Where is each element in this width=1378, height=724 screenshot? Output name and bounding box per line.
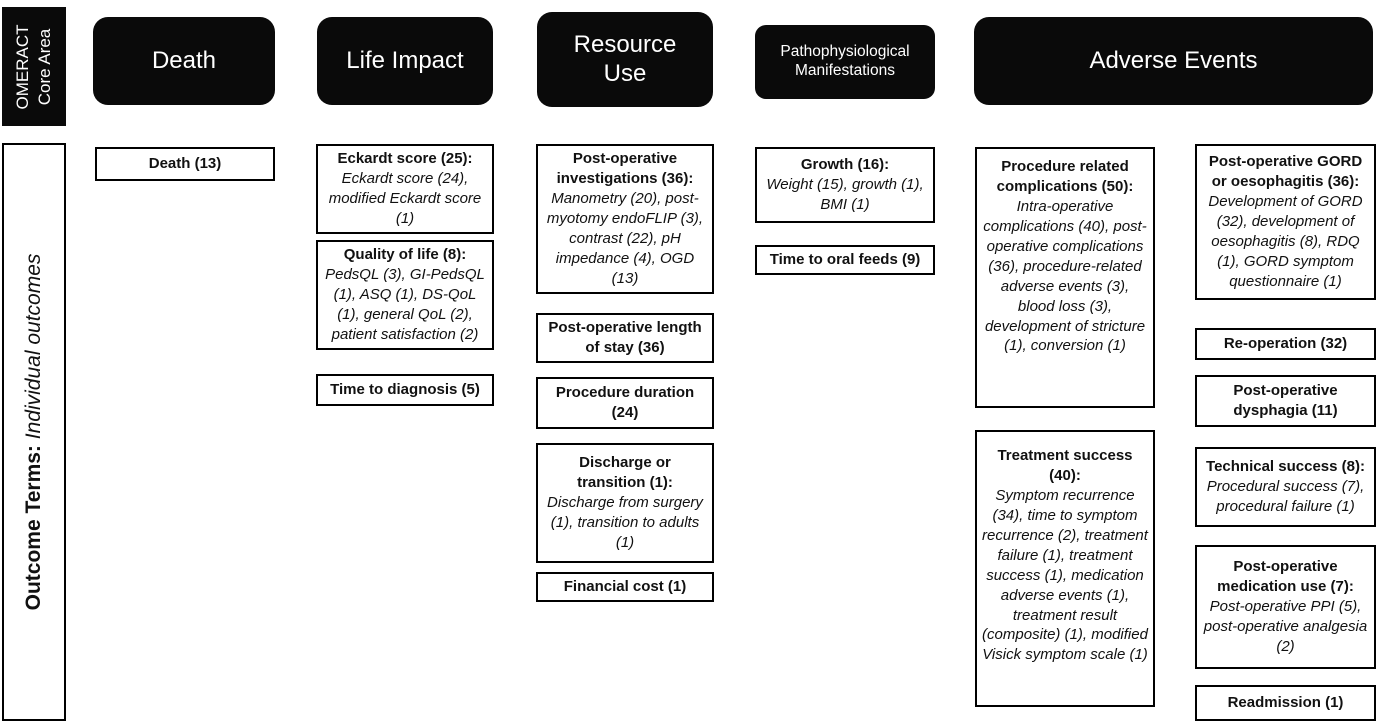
outcome-box-postop-gord: Post-operative GORD or oesophagitis (36)… <box>1195 144 1376 300</box>
core-area-resource-use: Resource Use <box>537 12 713 107</box>
omeract-core-area-label: OMERACT Core Area <box>2 7 66 126</box>
outcome-box-title: Discharge or transition (1): <box>577 454 673 491</box>
outcome-box-title: Financial cost (1) <box>563 578 687 595</box>
outcome-box-title: Procedure duration (24) <box>555 384 695 421</box>
outcome-box-discharge-or-transition: Discharge or transition (1): Discharge f… <box>536 443 714 563</box>
outcome-box-procedure-duration: Procedure duration (24) <box>536 377 714 429</box>
outcome-box-body: Weight (15), growth (1), BMI (1) <box>766 175 924 213</box>
outcome-box-financial-cost: Financial cost (1) <box>536 572 714 602</box>
outcome-terms-italic: Individual outcomes <box>22 253 45 440</box>
outcome-box-body: Development of GORD (32), development of… <box>1208 192 1363 290</box>
outcome-box-title: Time to diagnosis (5) <box>330 381 480 398</box>
outcome-box-body: Intra-operative complications (40), post… <box>983 197 1147 355</box>
outcome-box-title: Post-operative dysphagia (11) <box>1233 382 1338 419</box>
outcome-box-body: Discharge from surgery (1), transition t… <box>547 493 703 551</box>
outcome-box-procedure-complications: Procedure related complications (50): In… <box>975 147 1155 408</box>
outcome-box-title: Death (13) <box>148 155 222 172</box>
outcome-box-title: Post-operative investigations (36): <box>556 150 694 187</box>
outcome-terms-bold: Outcome Terms: <box>22 439 45 611</box>
outcome-box-title: Quality of life (8): <box>343 246 467 263</box>
outcome-box-body: Procedural success (7), procedural failu… <box>1206 477 1365 515</box>
omeract-core-area-text: OMERACT Core Area <box>12 24 54 109</box>
core-area-death: Death <box>93 17 275 105</box>
core-area-life-impact: Life Impact <box>317 17 493 105</box>
outcome-box-title: Post-operative length of stay (36) <box>548 319 702 356</box>
core-area-pathophysiological-label: Pathophysiological Manifestations <box>780 43 910 79</box>
outcome-box-reoperation: Re-operation (32) <box>1195 328 1376 360</box>
outcome-box-title: Treatment success (40): <box>997 447 1133 484</box>
outcome-box-postop-medication-use: Post-operative medication use (7): Post-… <box>1195 545 1376 669</box>
outcome-box-postop-length-of-stay: Post-operative length of stay (36) <box>536 313 714 363</box>
outcome-box-time-to-oral-feeds: Time to oral feeds (9) <box>755 245 935 275</box>
outcome-box-readmission: Readmission (1) <box>1195 685 1376 721</box>
outcome-terms-sidebar: Outcome Terms: Individual outcomes <box>2 143 66 721</box>
outcome-box-title: Readmission (1) <box>1227 694 1344 711</box>
outcome-box-growth: Growth (16): Weight (15), growth (1), BM… <box>755 147 935 223</box>
outcome-box-title: Post-operative medication use (7): <box>1217 558 1354 595</box>
outcome-box-body: PedsQL (3), GI-PedsQL (1), ASQ (1), DS-Q… <box>325 265 485 343</box>
outcome-box-body: Post-operative PPI (5), post-operative a… <box>1203 597 1368 655</box>
outcome-box-quality-of-life: Quality of life (8): PedsQL (3), GI-Peds… <box>316 240 494 350</box>
outcome-box-title: Eckardt score (25): <box>337 150 473 167</box>
outcome-box-body: Manometry (20), post-myotomy endoFLIP (3… <box>546 189 704 287</box>
outcome-box-technical-success: Technical success (8): Procedural succes… <box>1195 447 1376 527</box>
outcome-box-body: Symptom recurrence (34), time to symptom… <box>982 486 1148 664</box>
outcome-box-postop-investigations: Post-operative investigations (36): Mano… <box>536 144 714 294</box>
outcome-box-title: Technical success (8): <box>1206 458 1365 475</box>
outcome-box-title: Time to oral feeds (9) <box>769 251 921 268</box>
core-area-adverse-events: Adverse Events <box>974 17 1373 105</box>
outcome-box-title: Procedure related complications (50): <box>996 158 1134 195</box>
core-area-pathophysiological: Pathophysiological Manifestations <box>755 25 935 99</box>
outcome-box-time-to-diagnosis: Time to diagnosis (5) <box>316 374 494 406</box>
core-area-resource-use-label: Resource Use <box>573 30 677 87</box>
core-area-adverse-events-label: Adverse Events <box>1089 46 1258 74</box>
outcome-box-title: Growth (16): <box>800 156 890 173</box>
outcome-box-title: Re-operation (32) <box>1223 335 1348 352</box>
outcome-terms-text: Outcome Terms: Individual outcomes <box>22 254 46 611</box>
outcome-box-title: Post-operative GORD or oesophagitis (36)… <box>1208 153 1363 190</box>
outcome-box-eckardt-score: Eckardt score (25): Eckardt score (24), … <box>316 144 494 234</box>
outcome-box-postop-dysphagia: Post-operative dysphagia (11) <box>1195 375 1376 427</box>
outcome-box-death: Death (13) <box>95 147 275 181</box>
outcome-box-treatment-success: Treatment success (40): Symptom recurren… <box>975 430 1155 707</box>
core-area-life-impact-label: Life Impact <box>346 46 464 74</box>
outcome-box-body: Eckardt score (24), modified Eckardt sco… <box>328 169 482 227</box>
core-area-death-label: Death <box>151 46 217 74</box>
